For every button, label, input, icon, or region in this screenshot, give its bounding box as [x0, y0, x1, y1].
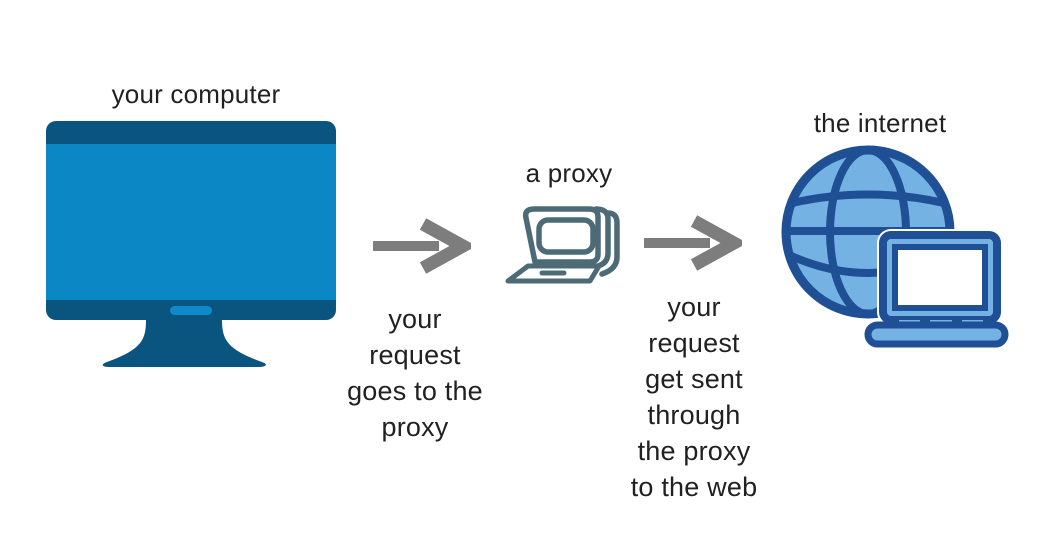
arrow-right-icon-2: [642, 215, 742, 271]
computer-monitor-icon: [46, 121, 336, 371]
proxy-base: [505, 263, 602, 284]
caption-request-to-proxy: your request goes to the proxy: [347, 304, 483, 442]
monitor-screen: [46, 144, 336, 300]
internet-label: the internet: [813, 108, 947, 138]
arrow-shaft: [644, 238, 710, 248]
proxy-screen-outline: [522, 206, 601, 265]
arrow-right-icon-1: [371, 218, 471, 274]
arrow-shaft: [373, 241, 439, 251]
laptop-base: [864, 321, 1009, 348]
proxy-echo-screen-inner: [593, 206, 611, 269]
globe-parallel-upper: [791, 190, 945, 207]
monitor-button: [170, 306, 212, 315]
computer-label: your computer: [111, 79, 281, 109]
monitor-stand: [102, 319, 266, 367]
proxy-screen-inner: [536, 217, 596, 255]
arrow-head: [690, 215, 742, 271]
proxy-laptop-icon: [495, 190, 640, 295]
laptop-screen: [892, 244, 988, 311]
proxy-echo-screen-outer: [599, 210, 620, 277]
arrow-head: [419, 218, 471, 274]
proxy-label: a proxy: [525, 158, 613, 188]
caption-request-through-proxy: your request get sent through the proxy …: [630, 292, 758, 502]
internet-globe-icon: [780, 142, 1012, 350]
